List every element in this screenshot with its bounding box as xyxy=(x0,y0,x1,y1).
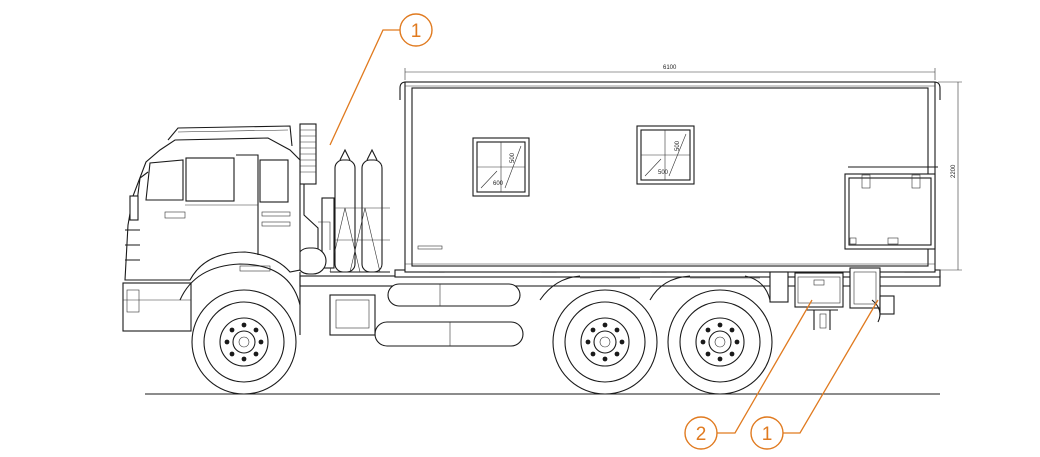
wheel-front xyxy=(191,289,297,395)
body-height-label: 2200 xyxy=(951,164,957,178)
rear-hatch xyxy=(844,166,938,250)
lug-nut xyxy=(253,351,259,357)
lug-nut xyxy=(619,339,625,345)
callout-2-bottom: 2 xyxy=(684,416,718,450)
cab xyxy=(122,125,301,335)
callout-number: 1 xyxy=(411,21,422,42)
lug-nut xyxy=(705,351,711,357)
lug-nut xyxy=(700,339,706,345)
wheel-lug-nuts xyxy=(224,322,740,362)
body-window-1: 600 500 xyxy=(472,137,530,197)
bottle-rack xyxy=(321,148,390,273)
lug-nut xyxy=(229,351,235,357)
lug-nut xyxy=(229,327,235,333)
body-window-2: 500 500 xyxy=(636,125,695,185)
lug-nut xyxy=(602,356,608,362)
lug-nut xyxy=(258,339,264,345)
lug-nut xyxy=(614,351,620,357)
window1-width-label: 600 xyxy=(493,181,504,187)
wheel-rear-1 xyxy=(552,289,658,395)
callout-1-top: 1 xyxy=(399,13,433,47)
lug-nut xyxy=(717,322,723,328)
lug-nut xyxy=(241,322,247,328)
lug-nut xyxy=(585,339,591,345)
lug-nut xyxy=(602,322,608,328)
callout-number: 1 xyxy=(762,424,773,445)
callout-leaders xyxy=(329,29,879,434)
lug-nut xyxy=(729,351,735,357)
callout-number: 2 xyxy=(696,424,707,445)
lug-nut xyxy=(590,327,596,333)
lug-nut xyxy=(590,351,596,357)
callout-1-bottom: 1 xyxy=(750,416,784,450)
window1-height-label: 500 xyxy=(510,152,516,163)
air-intake xyxy=(295,123,331,275)
window2-height-label: 500 xyxy=(675,140,681,151)
body-length-label: 6100 xyxy=(663,65,677,71)
lug-nut xyxy=(729,327,735,333)
dimension-length: 6100 xyxy=(404,65,936,80)
equipment-boxes xyxy=(769,267,895,330)
lug-nut xyxy=(224,339,230,345)
lug-nut xyxy=(241,356,247,362)
lug-nut xyxy=(717,356,723,362)
dimension-height: 2200 xyxy=(938,81,962,271)
lug-nut xyxy=(253,327,259,333)
lug-nut xyxy=(705,327,711,333)
window2-width-label: 500 xyxy=(658,170,669,176)
lug-nut xyxy=(614,327,620,333)
wheel-rear-2 xyxy=(667,289,773,395)
lug-nut xyxy=(734,339,740,345)
fuel-tanks xyxy=(329,283,524,347)
